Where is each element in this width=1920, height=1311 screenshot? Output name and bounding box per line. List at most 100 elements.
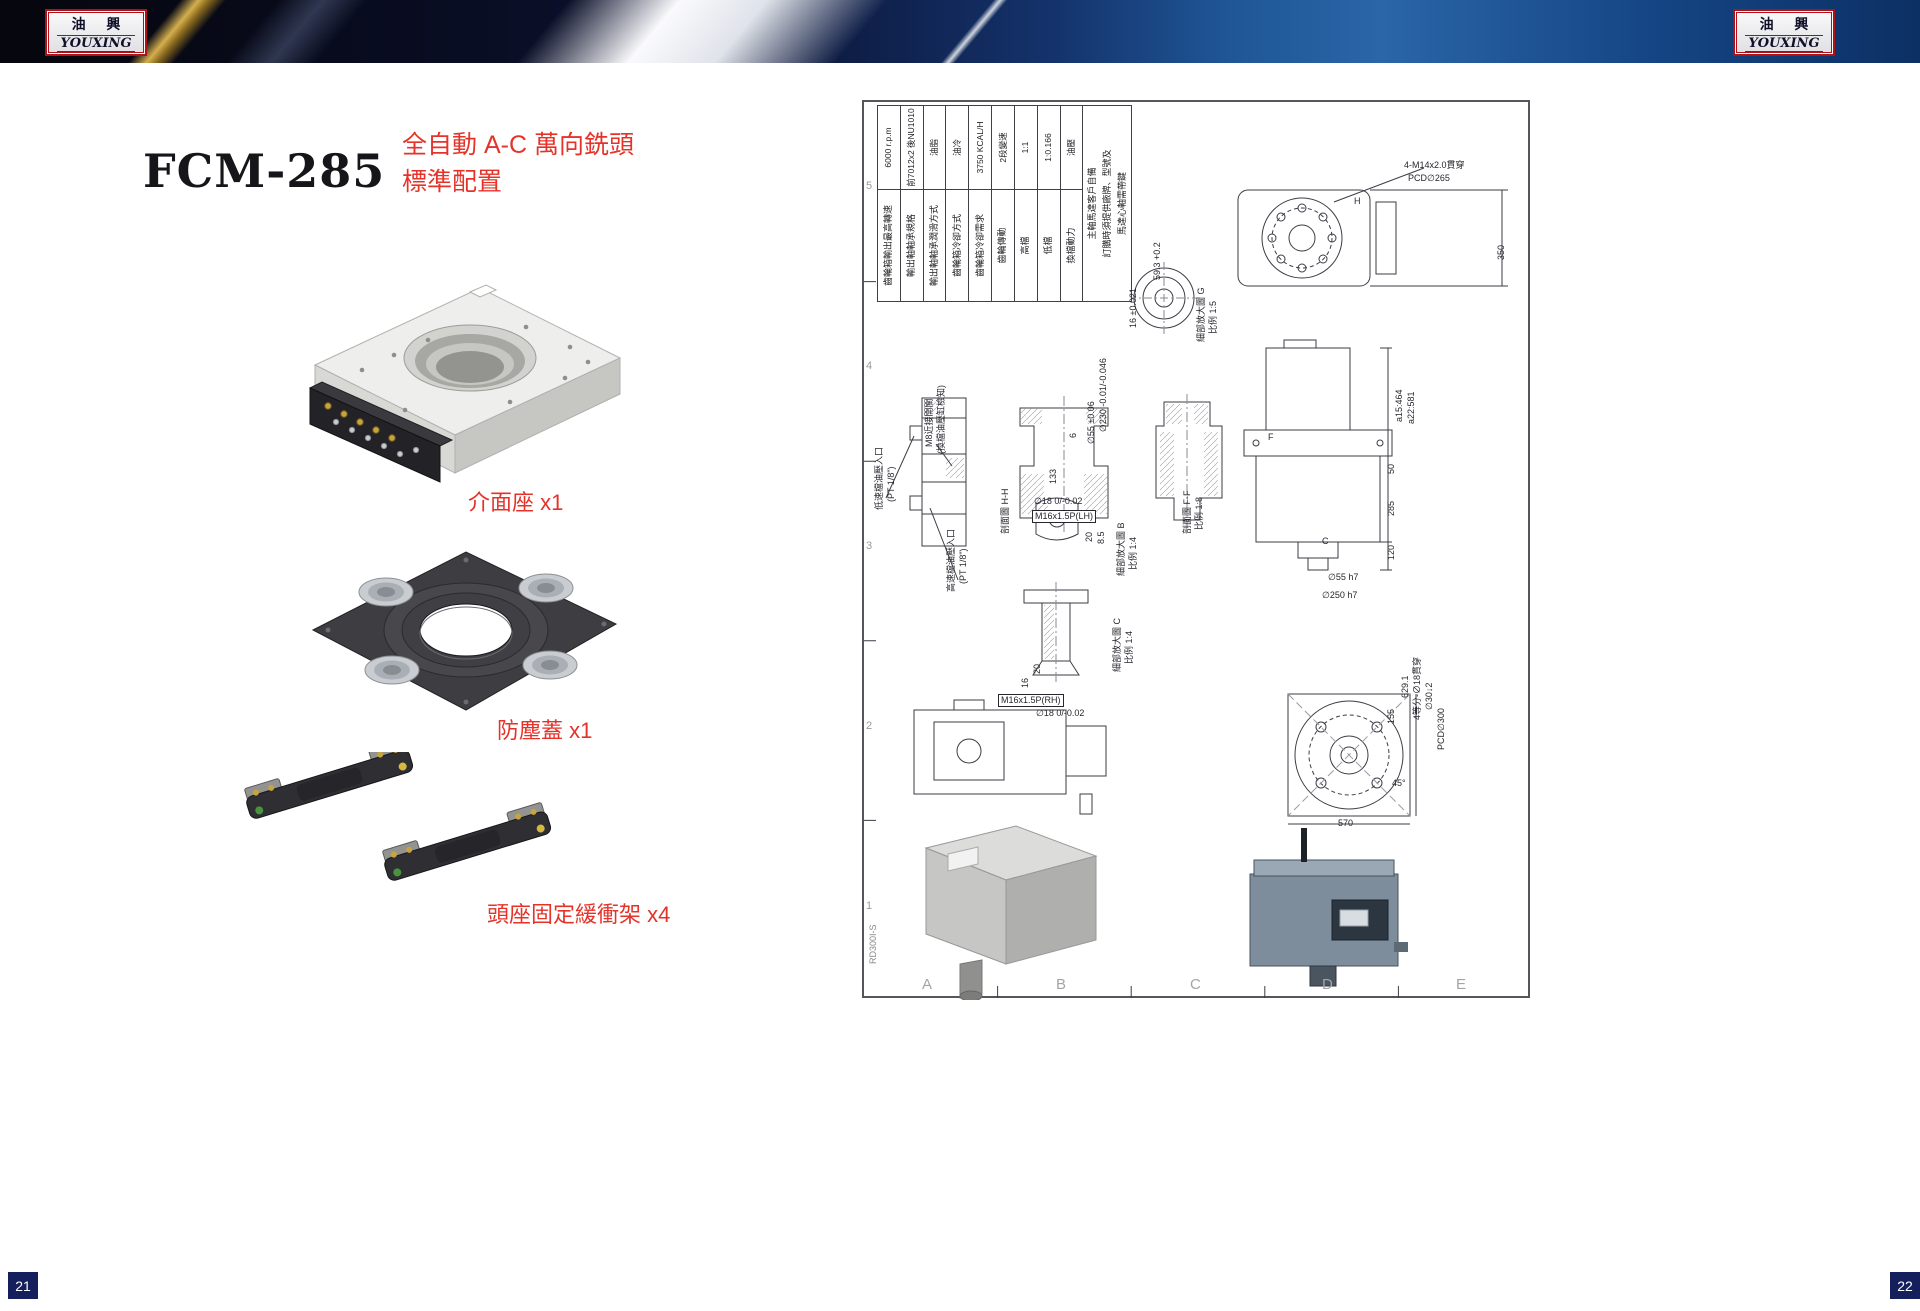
product-image-dust-cover (298, 538, 628, 728)
spec-value: 1:0.166 (1043, 133, 1054, 162)
scale-label: 比例 1:4 (1128, 536, 1138, 570)
drawing-annotation: 50 (1386, 463, 1396, 474)
grid-col-label: B (1056, 976, 1067, 993)
port-callout: (PT 1/8") (958, 548, 968, 584)
drawing-number: RD300I-S (868, 924, 878, 964)
brand-name-english: YOUXING (57, 34, 135, 52)
thread-callout: M16x1.5P(RH) (998, 694, 1064, 707)
drawing-annotation: ∅18 0/-0.02 (1034, 496, 1083, 506)
drawing-annotation: PCD∅265 (1408, 173, 1450, 183)
spec-label: 齒輪箱輸出最高轉速 (878, 189, 900, 301)
spec-label: 齒輪箱冷卻需求 (969, 189, 992, 301)
section-view-title: 剖面圖 F-F (1182, 490, 1192, 535)
page-number-left: 21 (8, 1272, 38, 1299)
drawing-annotation: 20 (1032, 663, 1042, 674)
spec-value: 2段變速 (997, 132, 1008, 163)
scale-label: 比例 1:4 (1124, 630, 1134, 664)
drawing-annotation: 20 (1084, 531, 1094, 542)
sensor-callout: M8近接開關 (924, 398, 934, 447)
spec-row: 齒輪箱輸出最高轉速 6000 r.p.m (878, 106, 901, 301)
drawing-annotation: a22:581 (1406, 391, 1416, 424)
grid-col-label: A (922, 976, 933, 993)
product-label-interface-seat: 介面座 x1 (468, 490, 564, 515)
drawing-annotation: 155 (1386, 708, 1396, 724)
drawing-annotation: 8.5 (1096, 531, 1106, 544)
spec-label: 齒輪傳動 (992, 189, 1014, 301)
spec-note-line: 馬達心軸需帶鍵 (1116, 172, 1127, 236)
spec-row: 齒輪箱冷卻需求 3750 KCAL/H (969, 106, 993, 301)
spec-label: 齒輪箱冷卻方式 (946, 189, 969, 301)
brand-name-english: YOUXING (1745, 34, 1823, 52)
spec-label: 高檔 (1014, 189, 1037, 301)
spec-label: 換檔動力 (1060, 189, 1083, 301)
spec-value: 油壓 (1066, 139, 1077, 157)
page-subtitle: 全自動 A-C 萬向銑頭 標準配置 (402, 127, 634, 201)
subtitle-line2: 標準配置 (402, 168, 503, 196)
drawing-annotation: 629.1 (1400, 675, 1410, 698)
white-swoosh-decoration (482, 0, 918, 63)
drawing-annotation: 59.3 +0.2 (1152, 242, 1162, 280)
drawing-annotation: ∅250 h7 (1322, 590, 1358, 600)
scale-label: 比例 1:5 (1208, 300, 1218, 334)
product-label-dust-cover: 防塵蓋 x1 (497, 718, 593, 743)
drawing-line-art (864, 167, 1508, 1000)
spec-label: 輸出軸軸承規格 (900, 189, 923, 301)
brand-logo-left: 油 興 YOUXING (45, 9, 147, 56)
drawing-annotation: ∅230 -0.01/-0.046 (1098, 358, 1108, 432)
view-label: H (1354, 196, 1361, 206)
page-title: FCM-285 (143, 143, 386, 198)
drawing-annotation: PCD∅300 (1436, 708, 1446, 750)
detail-view-title: 細部放大圖 G (1196, 287, 1206, 342)
grid-row-label: 1 (866, 900, 873, 912)
view-label: C (1322, 536, 1329, 546)
spec-row: 齒輪箱冷卻方式油冷 (946, 106, 970, 301)
drawing-annotation: 350 (1496, 244, 1506, 260)
spec-row: 齒輪傳動 2段變速 (992, 106, 1015, 301)
grid-col-label: C (1190, 976, 1201, 993)
spec-value: 3750 KCAL/H (974, 121, 985, 174)
drawing-annotation: 4-M14x2.0貫穿 (1404, 160, 1465, 170)
spec-value: 前7012x2 後NU1010 (906, 108, 917, 187)
drawing-annotation: 285 (1386, 500, 1396, 516)
port-callout: 低速檔油壓入口 (874, 446, 884, 510)
spec-value: 油冷 (951, 139, 962, 157)
product-image-buffer-brackets (233, 740, 568, 937)
spec-value: 6000 r.p.m (883, 127, 894, 168)
drawing-annotation: ∅55 h7 (1328, 572, 1359, 582)
drawing-annotation: ∅18 0/-0.02 (1036, 708, 1085, 718)
drawing-annotation: 6 (1068, 432, 1078, 438)
drawing-annotation: 16 (1020, 677, 1030, 688)
brand-name-chinese: 油 興 (71, 16, 129, 33)
drawing-annotation: 120 (1386, 544, 1396, 560)
spec-value: 油脂 (929, 139, 940, 157)
grid-row-label: 4 (866, 360, 873, 372)
scale-label: 比例 1:8 (1194, 496, 1204, 530)
brand-name-chinese: 油 興 (1759, 16, 1817, 33)
grid-row-label: 3 (866, 540, 873, 552)
port-callout: 高速檔油壓入口 (946, 528, 956, 592)
grid-row-label: 5 (866, 180, 873, 192)
sensor-callout: (換檔油壓缸檢知) (936, 385, 946, 454)
subtitle-line1: 全自動 A-C 萬向銑頭 (402, 131, 634, 159)
spec-note-line: 訂購時須提供廠牌、型號及 (1101, 149, 1112, 258)
drawing-annotation: ∅55 ±0.06 (1086, 401, 1096, 444)
drawing-annotation: 133 (1048, 468, 1058, 484)
grid-row-label: 2 (866, 720, 873, 732)
drawing-annotation: ∅30↓2 (1424, 682, 1434, 710)
product-image-interface-seat (270, 270, 625, 495)
page-number-right: 22 (1890, 1272, 1920, 1299)
brand-logo-right: 油 興 YOUXING (1733, 9, 1835, 56)
section-view-title: 剖面圖 H-H (1000, 488, 1010, 535)
drawing-annotation: 45° (1392, 778, 1406, 788)
thread-callout: M16x1.5P(LH) (1032, 510, 1097, 523)
drawing-annotation: a15:464 (1394, 389, 1404, 422)
view-label: F (1268, 432, 1274, 442)
spec-note: 主軸馬達客戶自備 訂購時須提供廠牌、型號及 馬達心軸需帶鍵 (1083, 106, 1131, 301)
grid-col-label: E (1456, 976, 1467, 993)
product-label-buffer-brackets: 頭座固定緩衝架 x4 (487, 902, 671, 927)
port-callout: (PT 1/8") (886, 466, 896, 502)
spec-row: 輸出軸軸承規格 前7012x2 後NU1010 (900, 106, 924, 301)
silver-streak-decoration (192, 0, 398, 63)
